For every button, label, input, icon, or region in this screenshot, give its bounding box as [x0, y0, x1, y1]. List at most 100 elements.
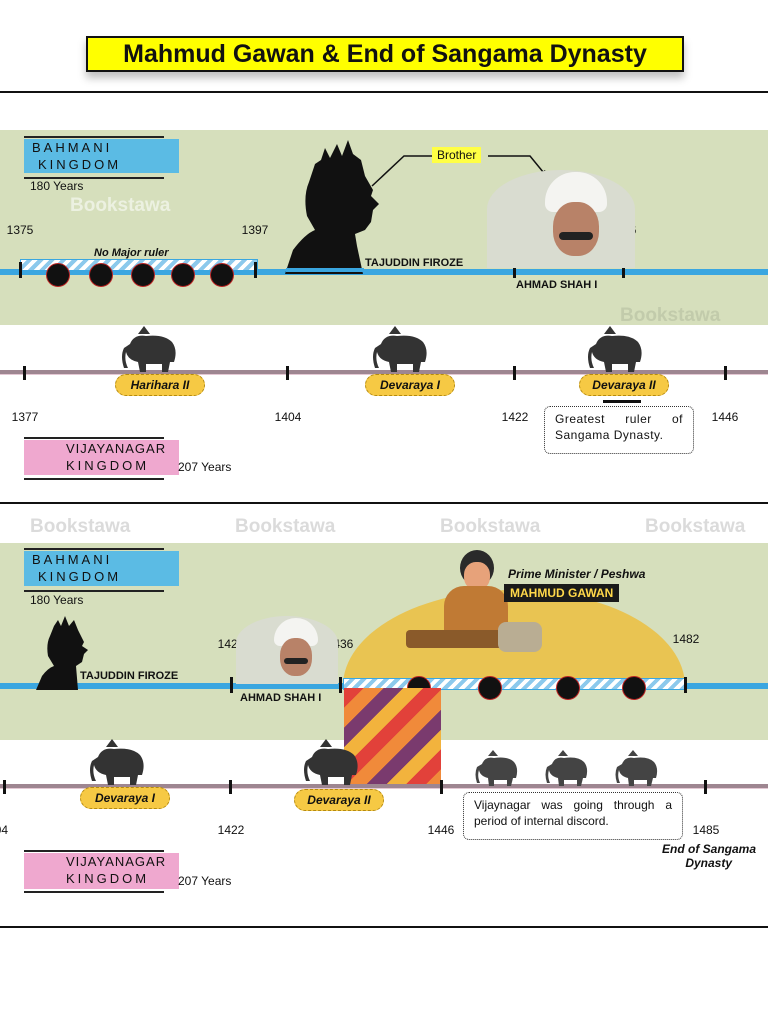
- ahmad-shah-portrait: [487, 170, 635, 268]
- tick: [622, 262, 625, 278]
- moustache: [559, 232, 593, 240]
- ruler-dot: [171, 263, 195, 287]
- year-label: 1485: [692, 823, 720, 837]
- underline: [603, 400, 641, 403]
- tick: [724, 366, 727, 380]
- elephant-icon: [588, 326, 642, 372]
- brother-label: Brother: [432, 147, 482, 163]
- vijayanagar-years: 207 Years: [178, 874, 232, 888]
- watermark: Bookstawa: [620, 305, 721, 326]
- tick: [23, 366, 26, 380]
- elephant-icon: [615, 750, 658, 786]
- moustache: [284, 658, 308, 664]
- ruler-label: AHMAD SHAH I: [240, 692, 322, 704]
- greatest-ruler-note: Greatest ruler of Sangama Dynasty.: [544, 406, 694, 454]
- year-label: 1377: [11, 410, 39, 424]
- kingdom-rule: [24, 177, 164, 179]
- ruler-dot: [210, 263, 234, 287]
- year-label: 1446: [427, 823, 455, 837]
- year-label: 404: [0, 823, 9, 837]
- year-label: 1404: [274, 410, 302, 424]
- vijayanagar-years: 207 Years: [178, 460, 232, 474]
- ruler-dot: [89, 263, 113, 287]
- tick: [19, 262, 22, 278]
- pm-label: Prime Minister / Peshwa: [508, 567, 646, 581]
- tick: [229, 780, 232, 794]
- ruler-label: TAJUDDIN FIROZE: [80, 670, 179, 682]
- divider-top: [0, 91, 768, 93]
- ruler-pill: Devaraya I: [80, 787, 170, 809]
- page-title: Mahmud Gawan & End of Sangama Dynasty: [86, 36, 684, 72]
- tick: [254, 262, 257, 278]
- ruler-dot: [131, 263, 155, 287]
- year-label: 1422: [217, 823, 245, 837]
- no-major-ruler-label: No Major ruler: [94, 247, 169, 259]
- tick: [513, 366, 516, 380]
- vijayanagar-timeline: [0, 784, 768, 789]
- elephant-icon: [304, 739, 358, 785]
- year-label: 1422: [501, 410, 529, 424]
- tick: [286, 366, 289, 380]
- elephant-icon: [475, 750, 518, 786]
- elephant-icon: [373, 326, 427, 372]
- internal-discord-note: Vijaynagar was going through a period of…: [463, 792, 683, 840]
- cushion: [498, 622, 542, 652]
- year-label: 1375: [6, 223, 34, 237]
- watermark: Bookstawa: [70, 195, 171, 216]
- kingdom-rule: [24, 478, 164, 480]
- bahmani-timeline: [0, 269, 768, 275]
- bahmani-kingdom-box: BAHMANI KINGDOM: [24, 139, 179, 173]
- mahmud-gawan-figure: [398, 550, 543, 656]
- firoze-span: [286, 268, 364, 272]
- bahmani-years: 180 Years: [30, 593, 84, 607]
- watermark: Bookstawa: [645, 516, 746, 537]
- ruler-pill: Devaraya II: [294, 789, 384, 811]
- tick: [513, 262, 516, 278]
- ruler-label: TAJUDDIN FIROZE: [365, 257, 464, 269]
- tick: [440, 780, 443, 794]
- ruler-dot: [622, 676, 646, 700]
- kingdom-rule: [24, 437, 164, 439]
- kingdom-rule: [24, 891, 164, 893]
- ruler-dot: [46, 263, 70, 287]
- divider-bottom: [0, 926, 768, 928]
- end-of-dynasty-label: End of Sangama Dynasty: [661, 842, 756, 870]
- ahmad-shah-portrait: [236, 616, 338, 684]
- ruler-dot: [556, 676, 580, 700]
- ruler-dot: [478, 676, 502, 700]
- ruler-label: AHMAD SHAH I: [516, 279, 598, 291]
- ruler-pill: Harihara II: [115, 374, 205, 396]
- divider-middle: [0, 502, 768, 504]
- face: [280, 638, 312, 676]
- tick: [684, 677, 687, 693]
- tick: [704, 780, 707, 794]
- face: [553, 202, 599, 256]
- kingdom-rule: [24, 136, 164, 138]
- transition-block: [344, 688, 441, 785]
- ruler-pill: Devaraya II: [579, 374, 669, 396]
- elephant-icon: [90, 739, 144, 785]
- watermark: Bookstawa: [440, 516, 541, 537]
- tick: [230, 677, 233, 693]
- watermark: Bookstawa: [235, 516, 336, 537]
- year-label: 1397: [241, 223, 269, 237]
- tick: [3, 780, 6, 794]
- face: [464, 562, 490, 590]
- year-label: 1446: [711, 410, 739, 424]
- kingdom-rule: [24, 590, 164, 592]
- bahmani-years: 180 Years: [30, 179, 84, 193]
- vijayanagar-kingdom-box: VIJAYANAGAR KINGDOM: [24, 440, 179, 475]
- king-silhouette-icon: [36, 616, 88, 690]
- bahmani-kingdom-box: BAHMANI KINGDOM: [24, 551, 179, 586]
- elephant-icon: [545, 750, 588, 786]
- elephant-icon: [122, 326, 176, 372]
- year-label: 1482: [672, 632, 700, 646]
- mahmud-gawan-label: MAHMUD GAWAN: [504, 584, 620, 602]
- kingdom-rule: [24, 850, 164, 852]
- watermark: Bookstawa: [30, 516, 131, 537]
- vijayanagar-kingdom-box: VIJAYANAGAR KINGDOM: [24, 853, 179, 889]
- ruler-pill: Devaraya I: [365, 374, 455, 396]
- king-silhouette-icon: [285, 140, 379, 274]
- tick: [339, 677, 342, 693]
- kingdom-rule: [24, 548, 164, 550]
